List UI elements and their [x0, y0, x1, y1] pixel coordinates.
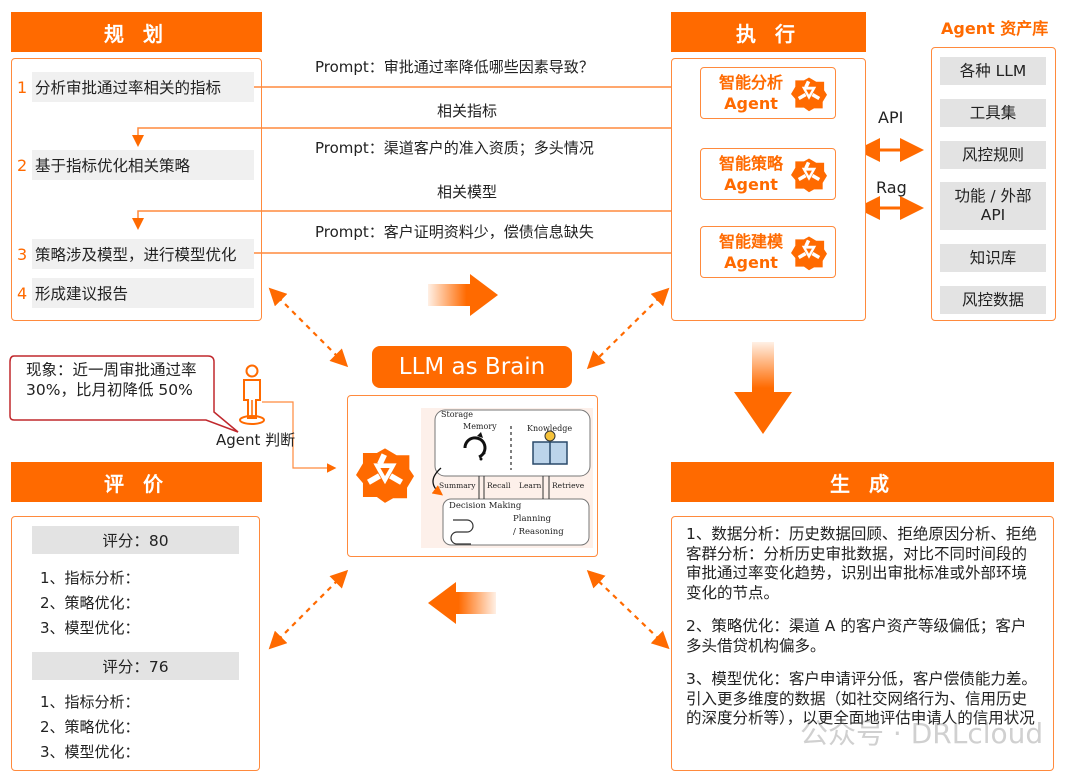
execution-panel: 智能分析 Agent 智能策略 Agent 智能建模 Agent — [671, 58, 866, 321]
eval-item: 1、指标分析： — [40, 693, 140, 711]
rag-label: Rag — [876, 178, 907, 197]
brain-architecture-diagram — [431, 409, 591, 546]
step-text: 分析审批通过率相关的指标 — [35, 79, 222, 97]
watermark: 公众号 · DRLcloud — [800, 717, 1044, 750]
asset-label: 风控规则 — [961, 145, 1024, 164]
eval-item: 3、模型优化： — [40, 743, 140, 761]
agent-name: 智能建模 — [718, 232, 783, 251]
recall-label: Recall — [487, 481, 511, 490]
person-icon — [239, 364, 265, 425]
knowledge-label: Knowledge — [527, 424, 573, 433]
execution-header: 执 行 — [671, 12, 866, 52]
asset-item-api[interactable]: 功能 / 外部 API — [940, 182, 1046, 230]
score-badge-2: 评分：76 — [32, 652, 239, 680]
dashed-arrow-eval-brain — [268, 569, 349, 650]
decision-making-label: Decision Making — [449, 501, 522, 511]
step-text: 基于指标优化相关策略 — [35, 157, 191, 175]
agent-suffix: Agent — [724, 94, 778, 113]
flow-arrow-down — [734, 342, 792, 434]
generation-paragraph-3: 3、模型优化：客户申请评分低，客户偿债能力差。引入更多维度的数据（如社交网络行为… — [686, 670, 1037, 727]
step-number: 3 — [17, 244, 28, 264]
storage-label: Storage — [441, 410, 473, 419]
brain-title: LLM as Brain — [398, 354, 546, 380]
qwen-logo-icon — [356, 446, 414, 504]
asset-item-risk-data[interactable]: 风控数据 — [940, 286, 1046, 314]
brain-title-badge: LLM as Brain — [372, 346, 572, 388]
planning-title: 规 划 — [104, 21, 169, 46]
prompt-label-1: Prompt：审批通过率降低哪些因素导致？ — [315, 58, 594, 76]
retrieve-label: Retrieve — [552, 481, 585, 490]
dashed-arrow-plan-brain — [268, 287, 349, 368]
qwen-logo-icon — [791, 76, 827, 112]
analysis-agent-card[interactable]: 智能分析 Agent — [700, 67, 836, 119]
qwen-logo-icon — [791, 235, 827, 271]
planning-panel: 1 分析审批通过率相关的指标 2 基于指标优化相关策略 3 策略涉及模型，进行模… — [11, 58, 262, 321]
planning-label: Planning — [513, 514, 552, 524]
plan-step-4: 4 形成建议报告 — [17, 278, 254, 308]
return-label-2: 相关模型 — [437, 183, 498, 201]
eval-item: 2、策略优化： — [40, 718, 140, 736]
return-label-1: 相关指标 — [437, 102, 498, 120]
dashed-arrow-exec-brain — [586, 287, 670, 370]
observation-text: 现象：近一周审批通过率 30%，比月初降低 50% — [26, 361, 197, 399]
dashed-arrow-gen-brain — [586, 569, 670, 650]
brain-panel: Storage Memory Knowledge Summary Recall … — [347, 395, 598, 557]
evaluation-title: 评 价 — [104, 471, 169, 496]
asset-label: 工具集 — [969, 103, 1017, 122]
step-number: 2 — [17, 155, 28, 175]
asset-item-risk-rules[interactable]: 风控规则 — [940, 141, 1046, 169]
asset-item-llm[interactable]: 各种 LLM — [940, 57, 1046, 85]
generation-header: 生 成 — [671, 462, 1054, 502]
learn-label: Learn — [519, 481, 542, 490]
speech-bubble — [9, 355, 239, 433]
agent-name: 智能分析 — [718, 73, 783, 92]
agent-suffix: Agent — [724, 175, 778, 194]
score-badge-1: 评分：80 — [32, 526, 239, 554]
modeling-agent-card[interactable]: 智能建模 Agent — [700, 226, 836, 278]
step-text: 策略涉及模型，进行模型优化 — [35, 246, 237, 264]
generation-panel: 1、数据分析：历史数据回顾、拒绝原因分析、拒绝客群分析：分析历史审批数据，对比不… — [671, 516, 1054, 771]
step-number: 4 — [17, 283, 28, 303]
asset-library-panel: 各种 LLM 工具集 风控规则 功能 / 外部 API 知识库 风控数据 — [931, 47, 1056, 321]
asset-label: 风控数据 — [961, 290, 1024, 309]
eval-item: 1、指标分析： — [40, 569, 140, 587]
strategy-agent-card[interactable]: 智能策略 Agent — [700, 148, 836, 200]
asset-label: 功能 / 外部 API — [954, 187, 1032, 224]
evaluation-header: 评 价 — [11, 462, 262, 502]
plan-step-3: 3 策略涉及模型，进行模型优化 — [17, 239, 254, 269]
plan-step-1: 1 分析审批通过率相关的指标 — [17, 72, 254, 102]
asset-label: 知识库 — [969, 248, 1017, 267]
asset-library-title: Agent 资产库 — [941, 19, 1049, 38]
generation-title: 生 成 — [830, 471, 895, 496]
reasoning-label: / Reasoning — [513, 527, 564, 537]
prompt-label-2: Prompt：渠道客户的准入资质；多头情况 — [315, 139, 594, 157]
agent-judge-label: Agent 判断 — [216, 431, 296, 449]
agent-suffix: Agent — [724, 253, 778, 272]
generation-paragraph-2: 2、策略优化：渠道 A 的客户资产等级偏低；客户多头借贷机构偏多。 — [686, 617, 1027, 655]
eval-item: 3、模型优化： — [40, 619, 140, 637]
memory-label: Memory — [463, 422, 497, 431]
generation-paragraph-1: 1、数据分析：历史数据回顾、拒绝原因分析、拒绝客群分析：分析历史审批数据，对比不… — [686, 525, 1037, 602]
step-number: 1 — [17, 77, 28, 97]
agent-judge-connector — [262, 401, 337, 473]
asset-item-knowledge-base[interactable]: 知识库 — [940, 244, 1046, 272]
qwen-logo-icon — [791, 157, 827, 193]
brain-architecture-figure: Storage Memory Knowledge Summary Recall … — [421, 408, 593, 548]
step-text: 形成建议报告 — [35, 285, 129, 303]
asset-label: 各种 LLM — [959, 61, 1027, 80]
eval-item: 2、策略优化： — [40, 594, 140, 612]
execution-title: 执 行 — [736, 21, 801, 46]
asset-item-tools[interactable]: 工具集 — [940, 99, 1046, 127]
agent-name: 智能策略 — [718, 154, 783, 173]
flow-arrow-left — [428, 582, 496, 624]
flow-arrow-right — [428, 274, 498, 316]
prompt-label-3: Prompt：客户证明资料少，偿债信息缺失 — [315, 223, 594, 241]
planning-header: 规 划 — [11, 12, 262, 52]
summary-label: Summary — [439, 481, 476, 490]
evaluation-panel: 评分：80 1、指标分析： 2、策略优化： 3、模型优化： 评分：76 1、指标… — [11, 516, 260, 771]
plan-step-2: 2 基于指标优化相关策略 — [17, 150, 254, 180]
api-label: API — [878, 108, 904, 127]
